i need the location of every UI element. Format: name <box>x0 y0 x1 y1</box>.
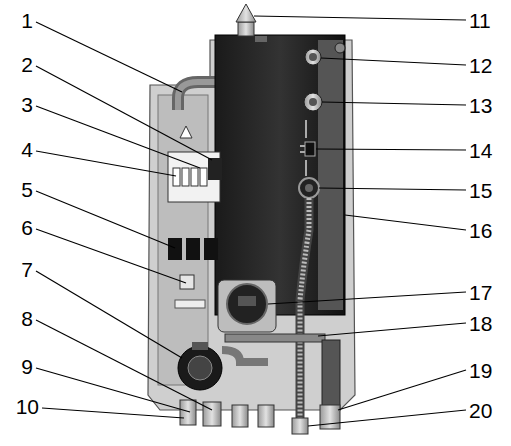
thermostat-14 <box>300 146 305 152</box>
leader-line <box>318 323 466 336</box>
callout-number: 5 <box>20 179 34 200</box>
display <box>238 296 256 306</box>
leader-line <box>268 292 466 304</box>
breaker-switch <box>200 168 207 186</box>
leader-line <box>42 408 184 418</box>
pipe-bend <box>178 82 218 110</box>
mounting-rail <box>158 95 208 385</box>
pipe <box>322 340 340 410</box>
callout-number: 7 <box>20 259 34 280</box>
leader-line <box>345 215 466 230</box>
fitting <box>203 402 221 426</box>
tank-side <box>318 40 343 310</box>
leader-line <box>319 188 466 190</box>
leader-lines <box>36 16 466 426</box>
callout-number: 16 <box>468 220 493 241</box>
callout-number: 11 <box>468 10 492 31</box>
sensor-12 <box>305 49 321 65</box>
callout-number: 3 <box>20 94 34 115</box>
sensor-15 <box>299 178 319 198</box>
controller <box>227 284 267 324</box>
breaker-switch <box>173 168 180 186</box>
callout-number: 8 <box>20 308 34 329</box>
callout-number: 13 <box>468 95 493 116</box>
cable-gland <box>232 405 248 427</box>
callout-number: 18 <box>468 313 493 334</box>
fitting <box>320 405 340 429</box>
callout-number: 15 <box>468 180 493 201</box>
control-panel <box>218 280 276 332</box>
warning-sign <box>180 126 192 138</box>
heater-tank <box>215 35 345 315</box>
pipe <box>222 350 268 362</box>
terminal-strip <box>175 300 205 308</box>
callout-number: 2 <box>20 54 34 75</box>
terminal-block <box>204 238 218 260</box>
leader-line <box>308 410 466 426</box>
terminal-block <box>186 238 200 260</box>
leader-line <box>321 58 466 65</box>
sensor-12 <box>309 53 317 61</box>
wire <box>305 160 307 176</box>
air-vent <box>236 4 256 22</box>
leader-line <box>36 22 182 92</box>
circulation-pump <box>178 346 222 390</box>
leader-line <box>36 320 212 410</box>
flex-hose <box>300 198 309 425</box>
sensor-15 <box>305 184 313 192</box>
callout-number: 6 <box>20 217 34 238</box>
leader-line <box>36 368 190 412</box>
callout-number: 17 <box>468 282 493 303</box>
leader-line <box>322 102 466 105</box>
leader-line <box>36 66 212 160</box>
callout-number: 19 <box>468 360 493 381</box>
bracket-18 <box>225 334 325 342</box>
breaker-switch <box>182 168 189 186</box>
fitting <box>180 400 196 425</box>
callout-number: 10 <box>15 396 40 417</box>
pipe-bend <box>178 82 218 110</box>
callout-number: 9 <box>20 356 34 377</box>
hose-nut <box>292 418 308 434</box>
leader-line <box>36 229 186 283</box>
cable-gland <box>258 405 274 427</box>
air-vent <box>238 22 254 36</box>
leader-line <box>36 271 182 358</box>
pump-fitting <box>192 342 208 350</box>
callout-number: 20 <box>468 400 493 421</box>
callout-number: 14 <box>468 140 493 161</box>
leader-line <box>338 370 466 410</box>
leader-line <box>36 191 175 248</box>
sensor-13 <box>309 98 317 106</box>
sensor-13 <box>304 93 322 111</box>
flex-hose <box>300 198 309 425</box>
breaker-module <box>208 158 222 180</box>
screw <box>335 43 345 53</box>
breaker-switch <box>191 168 198 186</box>
callout-number: 1 <box>20 10 34 31</box>
leader-line <box>36 151 176 176</box>
leader-line <box>36 106 200 168</box>
pump-motor <box>188 356 212 380</box>
callout-number: 4 <box>20 139 34 160</box>
callout-number: 12 <box>468 55 493 76</box>
leader-line <box>254 16 466 20</box>
wire <box>305 120 307 138</box>
terminal-block <box>168 238 182 260</box>
leader-line <box>316 149 466 150</box>
fitting <box>255 36 267 42</box>
thermostat-14 <box>305 142 315 156</box>
